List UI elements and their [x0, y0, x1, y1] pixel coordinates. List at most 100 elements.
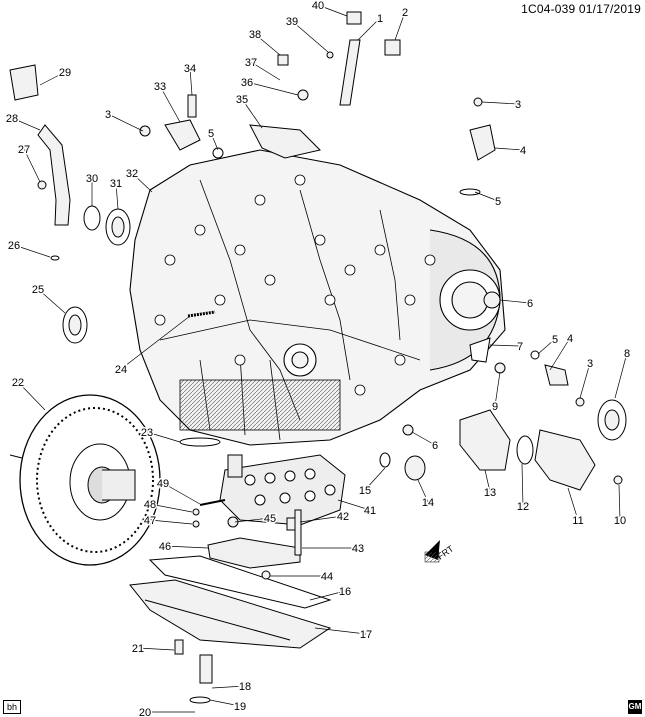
callout-10: 10	[614, 515, 626, 527]
callout-18: 18	[239, 681, 251, 693]
leader-line-21	[137, 647, 175, 651]
callout-39: 39	[286, 16, 298, 28]
leader-line-5	[474, 191, 499, 202]
callout-13: 13	[484, 487, 496, 499]
callout-1: 1	[377, 13, 383, 25]
leader-line-2	[394, 11, 406, 41]
leader-line-3	[481, 101, 519, 105]
callout-21: 21	[132, 643, 144, 655]
diagram-code-date: 1C04-039 01/17/2019	[521, 2, 641, 16]
control-valve-body	[219, 454, 346, 526]
leader-line-34	[189, 67, 193, 96]
callout-41: 41	[364, 505, 376, 517]
callout-32: 32	[126, 168, 138, 180]
leader-line-45	[234, 517, 271, 523]
leader-line-32	[131, 172, 153, 193]
leader-line-4	[494, 147, 524, 151]
leader-line-40	[317, 4, 348, 17]
leader-line-38	[254, 33, 281, 56]
callout-6: 6	[527, 298, 533, 310]
torque-converter	[9, 394, 161, 566]
leader-line-24	[120, 315, 191, 370]
leader-line-29	[39, 71, 66, 86]
callout-25: 25	[32, 284, 44, 296]
callout-40: 40	[312, 0, 324, 12]
callout-36: 36	[241, 77, 253, 89]
leader-line-48	[149, 503, 193, 513]
leader-line-11	[567, 487, 579, 521]
leader-line-22	[17, 381, 46, 411]
callout-28: 28	[6, 113, 18, 125]
transmission-case	[129, 149, 506, 446]
callout-24: 24	[115, 364, 127, 376]
callout-48: 48	[144, 499, 156, 511]
leader-line-49	[162, 482, 201, 505]
leader-line-15	[364, 467, 386, 491]
rh-components	[379, 291, 627, 491]
leader-line-6	[499, 299, 531, 304]
callout-30: 30	[86, 173, 98, 185]
callout-34: 34	[184, 63, 196, 75]
leader-line-13	[484, 469, 491, 493]
callout-4: 4	[567, 333, 573, 345]
callout-5: 5	[552, 334, 558, 346]
callout-42: 42	[337, 511, 349, 523]
callout-7: 7	[517, 341, 523, 353]
leader-line-23	[146, 431, 181, 443]
callout-31: 31	[110, 178, 122, 190]
leader-line-17	[314, 627, 367, 635]
callout-15: 15	[359, 485, 371, 497]
callout-37: 37	[245, 57, 257, 69]
callout-4: 4	[520, 145, 526, 157]
leader-line-36	[246, 81, 299, 96]
front-direction-arrow: FRT	[424, 540, 456, 563]
callout-45: 45	[264, 513, 276, 525]
leader-line-3	[107, 113, 144, 132]
leader-line-9	[494, 371, 501, 407]
leader-line-26	[13, 244, 51, 258]
callout-5: 5	[208, 128, 214, 140]
leader-line-33	[159, 85, 181, 123]
callout-5: 5	[495, 196, 501, 208]
callout-3: 3	[105, 109, 111, 121]
leader-line-7	[489, 344, 521, 347]
leader-lines	[11, 4, 628, 713]
leader-line-25	[37, 288, 66, 314]
oil-pan	[129, 579, 332, 649]
leader-line-1	[357, 17, 381, 41]
leader-line-42	[299, 515, 344, 523]
callout-14: 14	[422, 497, 434, 509]
callout-20: 20	[139, 707, 151, 717]
callout-17: 17	[360, 629, 372, 641]
leader-line-8	[614, 352, 628, 399]
leader-line-41	[337, 499, 371, 511]
top-components	[139, 11, 496, 196]
leader-line-39	[291, 20, 329, 53]
callout-6: 6	[432, 440, 438, 452]
leader-line-28	[11, 117, 41, 131]
leader-line-16	[309, 590, 346, 601]
callout-23: 23	[141, 427, 153, 439]
leader-line-12	[521, 463, 524, 507]
leader-line-10	[618, 484, 621, 521]
leader-line-4	[549, 337, 571, 371]
leader-line-46	[164, 545, 209, 549]
leader-line-27	[23, 148, 41, 183]
callout-33: 33	[154, 81, 166, 93]
leader-line-18	[211, 685, 246, 689]
leader-line-31	[115, 182, 119, 210]
manufacturer-logo: GM	[628, 700, 642, 714]
callout-38: 38	[249, 29, 261, 41]
leader-line-19	[209, 699, 241, 707]
callout-9: 9	[492, 401, 498, 413]
callout-44: 44	[321, 571, 333, 583]
callout-47: 47	[144, 515, 156, 527]
leader-line-5	[210, 132, 219, 151]
callout-12: 12	[517, 501, 529, 513]
callout-43: 43	[352, 543, 364, 555]
callout-3: 3	[515, 99, 521, 111]
callout-16: 16	[339, 586, 351, 598]
callout-19: 19	[234, 701, 246, 713]
callout-29: 29	[59, 67, 71, 79]
